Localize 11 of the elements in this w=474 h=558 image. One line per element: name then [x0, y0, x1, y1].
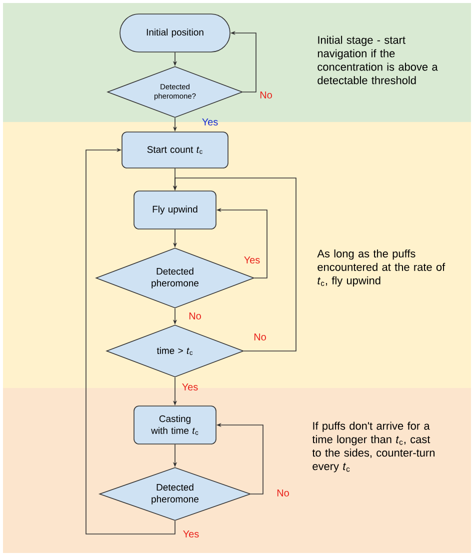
edge-label: Yes [183, 530, 199, 538]
edge-label: Yes [182, 384, 198, 390]
process-box: Start count t$_{c}$ [122, 132, 228, 168]
edge-label: No [260, 92, 272, 98]
process-box: Casting with time t$_{c}$ [134, 406, 216, 444]
edge-label: No [189, 312, 201, 320]
start-terminal: Initial position [120, 14, 230, 52]
process-box: Fly upwind [134, 190, 216, 230]
edge-label: No [277, 490, 289, 496]
arrow [86, 148, 176, 534]
edge-label: No [254, 334, 266, 340]
